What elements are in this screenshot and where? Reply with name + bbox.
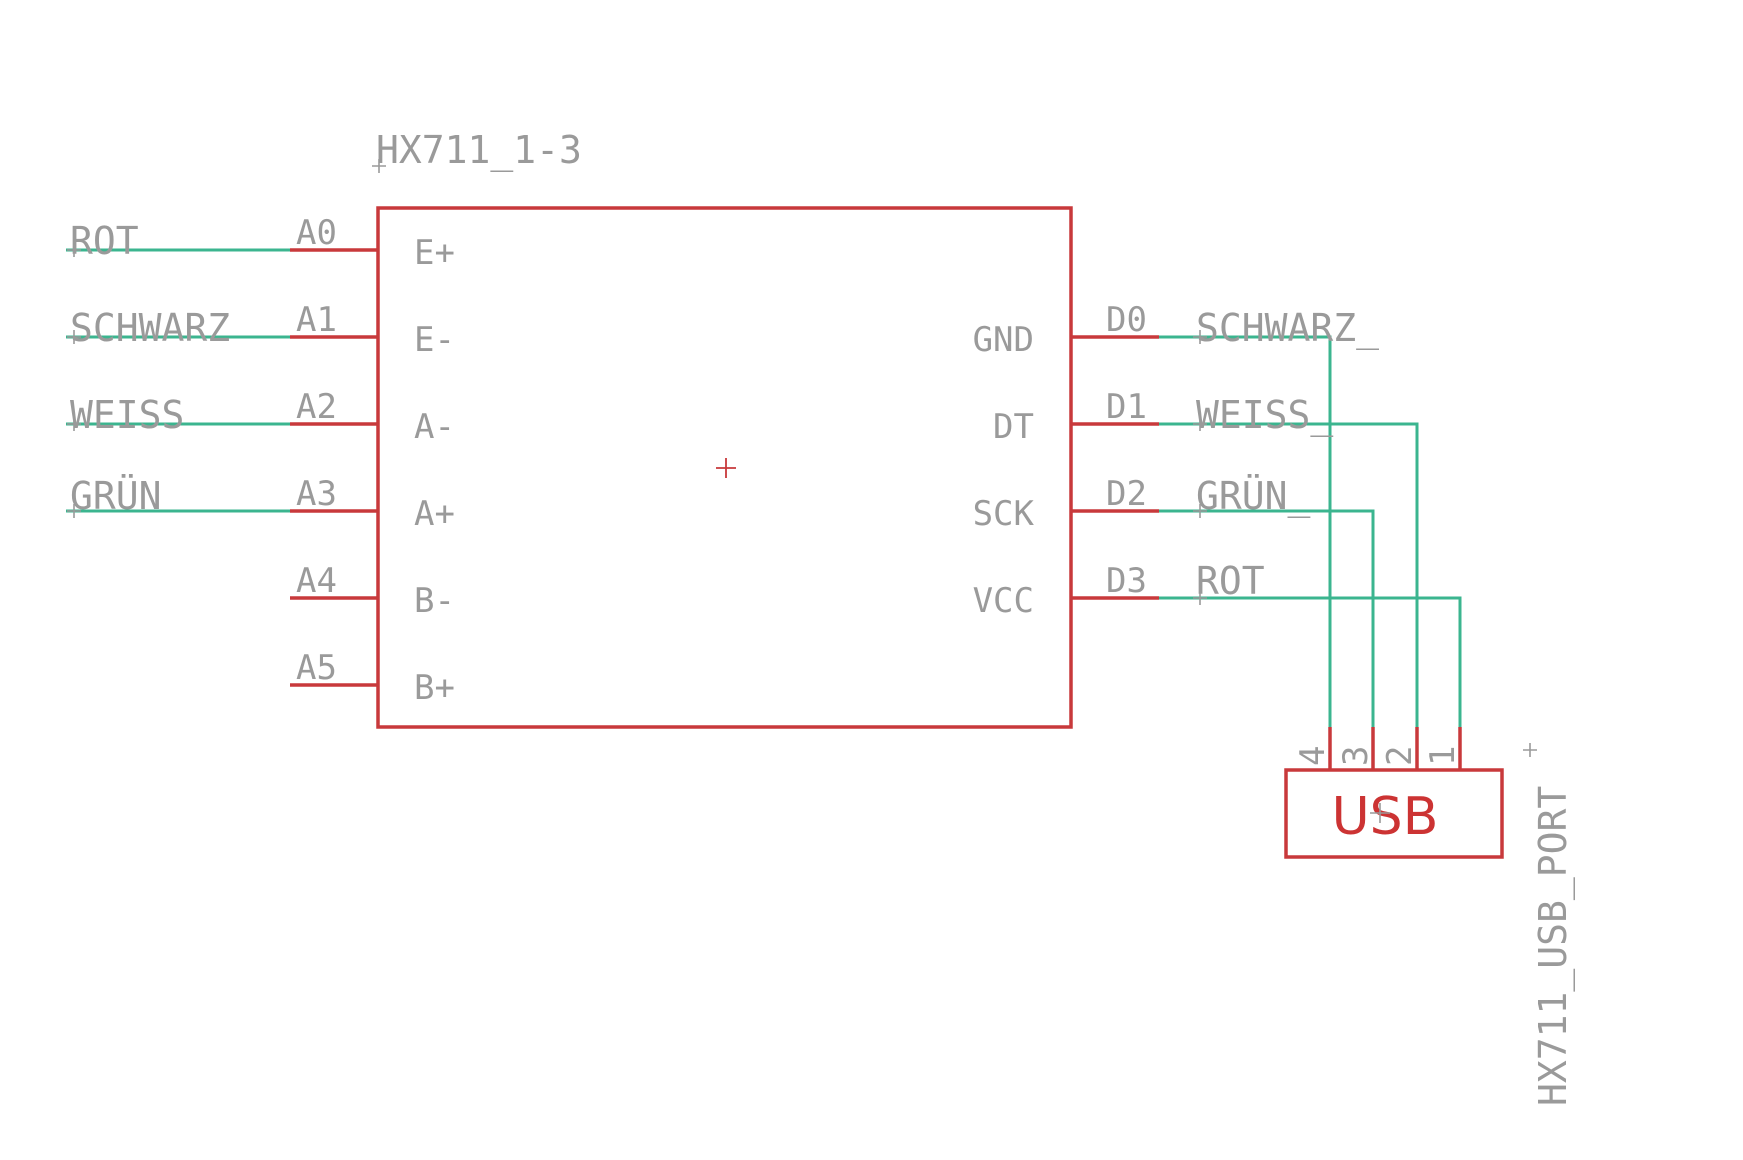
usb-pin-2[interactable]: 2 [1380, 727, 1420, 770]
pin-number: 2 [1380, 746, 1420, 766]
pin-number: A3 [296, 474, 337, 514]
usb-pin-1[interactable]: 1 [1423, 727, 1463, 770]
net-rot-left[interactable]: ROT [66, 219, 290, 263]
net-label: GRÜN_ [1196, 474, 1311, 519]
pin-number: A0 [296, 213, 337, 253]
pin-name: VCC [973, 581, 1034, 621]
usb-pin-4[interactable]: 4 [1293, 727, 1333, 770]
net-gruen-right[interactable]: GRÜN_ [1159, 474, 1375, 727]
pin-number: 3 [1336, 746, 1376, 766]
hx711-component[interactable]: HX711_1-3 A0 E+ A1 E- A2 A- A3 A+ A4 B [290, 128, 1159, 729]
net-label: ROT [1196, 559, 1265, 603]
pin-name: E- [414, 320, 455, 360]
hx711-body [376, 206, 1073, 729]
pin-name: A+ [414, 494, 455, 534]
left-nets: ROT SCHWARZ WEISS GRÜN [66, 219, 290, 518]
hx711-name-origin-marker [372, 159, 386, 173]
net-label: GRÜN [70, 474, 162, 518]
usb-label: USB [1332, 787, 1439, 847]
hx711-pin-d3[interactable]: D3 VCC [973, 561, 1159, 621]
hx711-pin-a1[interactable]: A1 E- [290, 300, 455, 360]
hx711-pin-a4[interactable]: A4 B- [290, 561, 455, 621]
usb-name-origin-marker [1523, 743, 1537, 757]
net-weiss-left[interactable]: WEISS [66, 393, 290, 437]
hx711-pin-d0[interactable]: D0 GND [973, 300, 1159, 360]
pin-name: A- [414, 407, 455, 447]
pin-name: B+ [414, 668, 455, 708]
pin-name: DT [993, 407, 1034, 447]
right-nets: SCHWARZ_ WEISS_ GRÜN_ ROT [1159, 306, 1462, 727]
pin-name: E+ [414, 233, 455, 273]
hx711-name-label: HX711_1-3 [376, 128, 582, 173]
pin-number: A4 [296, 561, 337, 601]
pin-number: D0 [1106, 300, 1147, 340]
pin-name: SCK [973, 494, 1035, 534]
pin-number: A5 [296, 648, 337, 688]
pin-number: D3 [1106, 561, 1147, 601]
net-schwarz-left[interactable]: SCHWARZ [66, 306, 290, 350]
net-label: ROT [70, 219, 139, 263]
usb-port-component[interactable]: 4 3 2 1 USB HX711_USB_PORT [1284, 727, 1576, 1106]
usb-pin-3[interactable]: 3 [1336, 727, 1376, 770]
net-gruen-left[interactable]: GRÜN [66, 474, 290, 518]
net-label: SCHWARZ [70, 306, 230, 350]
pin-number: D2 [1106, 474, 1147, 514]
pin-number: 1 [1423, 746, 1463, 766]
hx711-origin-marker [716, 458, 736, 478]
pin-number: 4 [1293, 746, 1333, 766]
hx711-pin-a2[interactable]: A2 A- [290, 387, 455, 447]
usb-body [1284, 768, 1504, 859]
net-label: WEISS [70, 393, 184, 437]
pin-number: D1 [1106, 387, 1147, 427]
pin-name: B- [414, 581, 455, 621]
pin-name: GND [973, 320, 1034, 360]
usb-name-label: HX711_USB_PORT [1531, 786, 1576, 1106]
hx711-pin-a0[interactable]: A0 E+ [290, 213, 455, 273]
net-rot-right[interactable]: ROT [1159, 559, 1462, 727]
hx711-pin-d1[interactable]: D1 DT [993, 387, 1159, 447]
pin-number: A1 [296, 300, 337, 340]
net-label: WEISS_ [1196, 393, 1333, 438]
hx711-pin-d2[interactable]: D2 SCK [973, 474, 1159, 534]
hx711-pin-a3[interactable]: A3 A+ [290, 474, 455, 534]
net-label: SCHWARZ_ [1196, 306, 1379, 351]
net-weiss-right[interactable]: WEISS_ [1159, 393, 1419, 727]
pin-number: A2 [296, 387, 337, 427]
usb-origin-marker [1370, 803, 1390, 823]
hx711-pin-a5[interactable]: A5 B+ [290, 648, 455, 708]
